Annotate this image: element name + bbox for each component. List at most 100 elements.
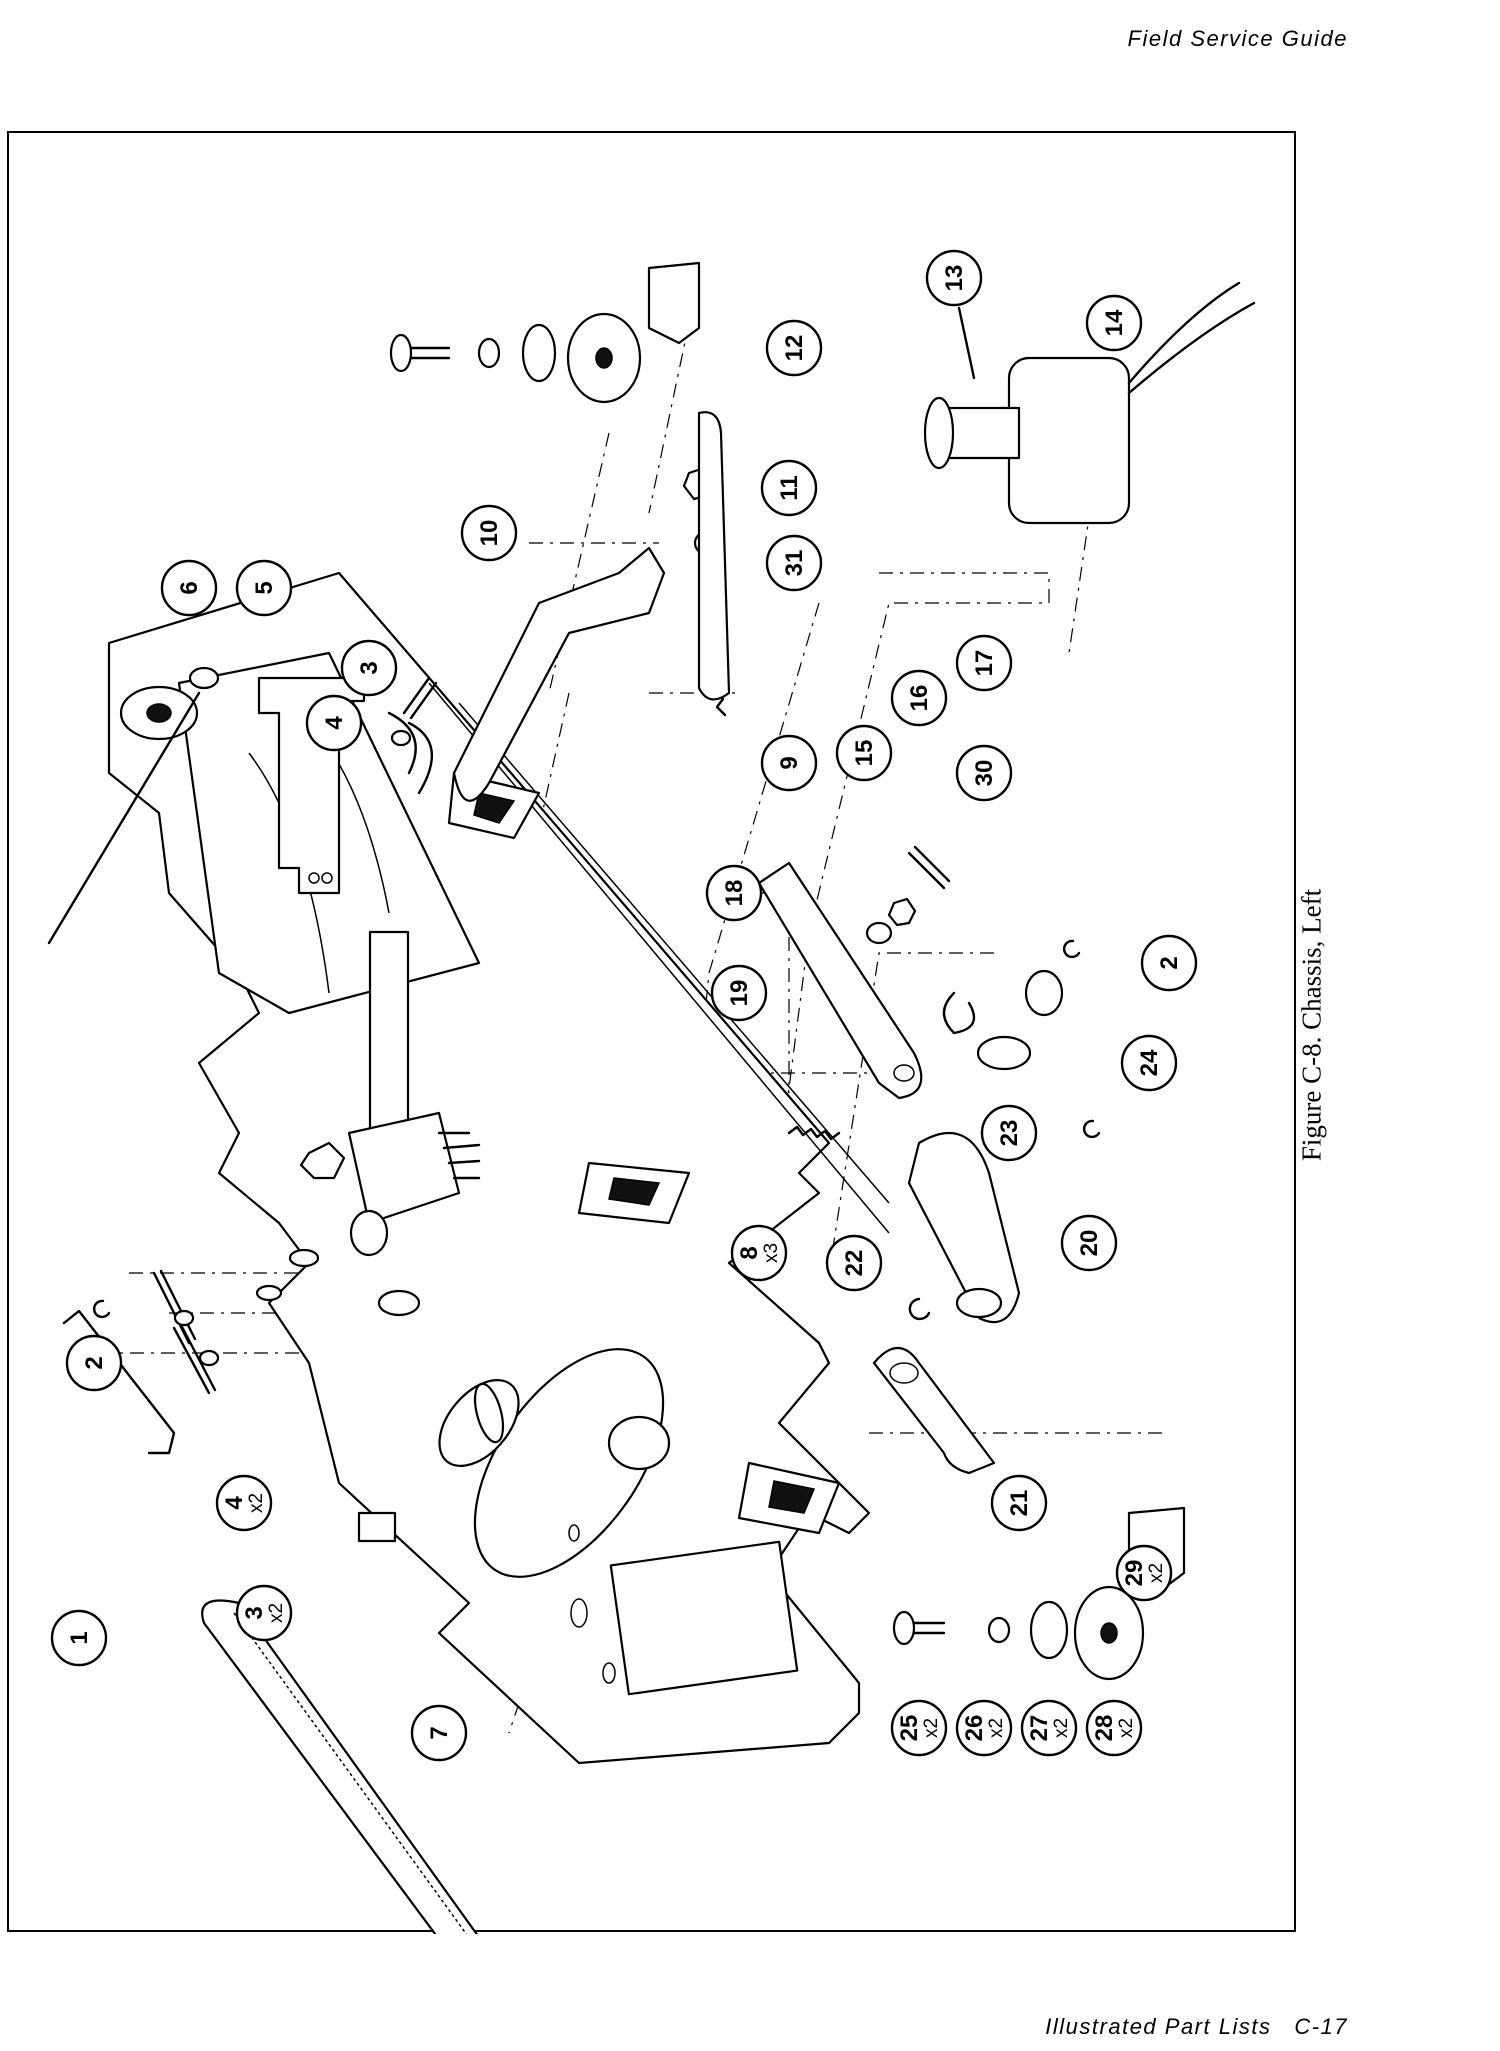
figure-caption: Figure C-8. Chassis, Left — [1296, 888, 1327, 1162]
part-2-e-clip — [1062, 939, 1081, 959]
callout-8: 8x3 — [730, 1224, 788, 1282]
footer-section: Illustrated Part Lists — [1045, 2014, 1272, 2039]
callout-number: 3 — [241, 1606, 268, 1619]
callout-12: 12 — [765, 319, 823, 377]
part-25-screw — [907, 1621, 946, 1635]
callout-18: 18 — [705, 864, 763, 922]
callout-multiplier: x2 — [921, 1718, 942, 1738]
callout-17: 17 — [955, 634, 1013, 692]
callout-21: 21 — [990, 1474, 1048, 1532]
callout-23: 23 — [980, 1104, 1038, 1162]
callout-number: 16 — [906, 685, 933, 712]
part-23-washer — [976, 1035, 1032, 1071]
part-2-e-clip — [1082, 1119, 1101, 1139]
part-22-clip — [908, 1297, 931, 1321]
upper-roller-assembly — [389, 261, 701, 404]
callout-number: 25 — [896, 1715, 923, 1742]
callout-multiplier: x2 — [1146, 1563, 1167, 1583]
callout-number: 5 — [251, 581, 278, 594]
callout-multiplier: x2 — [986, 1718, 1007, 1738]
part-1-wire-bail — [62, 1309, 176, 1455]
part-17-screw — [907, 845, 951, 890]
callout-number: 2 — [1156, 956, 1183, 969]
callout-2: 2 — [1140, 934, 1198, 992]
callout-number: 10 — [476, 520, 503, 547]
callout-number: 17 — [971, 650, 998, 677]
callout-9: 9 — [760, 734, 818, 792]
callout-4: 4 — [305, 694, 363, 752]
callout-number: 23 — [996, 1120, 1023, 1147]
part-4-washer — [173, 1309, 195, 1327]
callout-number: 12 — [781, 335, 808, 362]
part-27-washer — [1029, 1600, 1069, 1660]
callout-number: 2 — [81, 1356, 108, 1369]
callout-number: 8 — [736, 1246, 763, 1259]
callout-11: 11 — [760, 459, 818, 517]
running-header: Field Service Guide — [1127, 26, 1348, 51]
callout-16: 16 — [890, 669, 948, 727]
callout-number: 24 — [1136, 1049, 1163, 1076]
callout-2: 2 — [65, 1334, 123, 1392]
callout-number: 29 — [1121, 1560, 1148, 1587]
callout-number: 13 — [941, 265, 968, 292]
callout-multiplier: x2 — [1051, 1718, 1072, 1738]
part-7-timing-belt — [201, 1599, 478, 1934]
callout-number: 30 — [971, 760, 998, 787]
part-13-pin — [957, 306, 976, 380]
callout-31: 31 — [765, 534, 823, 592]
callout-number: 9 — [776, 756, 803, 769]
callout-number: 26 — [961, 1715, 988, 1742]
callout-number: 14 — [1101, 309, 1128, 336]
callout-number: 28 — [1091, 1715, 1118, 1742]
drive-pulley — [607, 1415, 671, 1471]
callout-number: 15 — [851, 740, 878, 767]
callout-multiplier: x2 — [246, 1493, 267, 1513]
part-4-washer — [390, 729, 412, 747]
callout-number: 31 — [781, 550, 808, 577]
callout-5: 5 — [235, 559, 293, 617]
callout-1: 1 — [50, 1609, 108, 1667]
callout-4: 4x2 — [215, 1474, 273, 1532]
callout-3: 3x2 — [235, 1584, 293, 1642]
callout-multiplier: x2 — [266, 1603, 287, 1623]
callout-multiplier: x3 — [761, 1243, 782, 1263]
callout-3: 3 — [340, 639, 398, 697]
callout-7: 7 — [410, 1704, 468, 1762]
callout-14: 14 — [1085, 294, 1143, 352]
part-18-lever — [757, 861, 923, 1100]
part-12-link — [697, 411, 731, 701]
callout-15: 15 — [835, 724, 893, 782]
part-3-screws — [152, 676, 438, 1395]
callout-20: 20 — [1060, 1214, 1118, 1272]
callout-number: 27 — [1026, 1715, 1053, 1742]
part-26-washer — [987, 1616, 1011, 1644]
callouts: 12233x244x25678x391011121314151617181920… — [50, 249, 1198, 1762]
callout-10: 10 — [460, 504, 518, 562]
part-15-washer — [865, 921, 893, 945]
callout-number: 21 — [1006, 1490, 1033, 1517]
callout-number: 1 — [66, 1631, 93, 1644]
part-20-cam — [907, 1131, 1021, 1324]
exploded-parts-diagram: 12233x244x25678x391011121314151617181920… — [47, 249, 1256, 1934]
part-8-cable-tie — [447, 771, 841, 1535]
part-24-gear — [1024, 969, 1064, 1017]
callout-19: 19 — [710, 964, 768, 1022]
part-19-spring — [787, 1125, 841, 1141]
callout-24: 24 — [1120, 1034, 1178, 1092]
part-4-washer — [198, 1349, 220, 1367]
callout-number: 20 — [1076, 1230, 1103, 1257]
callout-13: 13 — [925, 249, 983, 307]
callout-number: 4 — [221, 1496, 248, 1510]
part-14-solenoid — [923, 281, 1256, 525]
part-10-lever-arm — [452, 546, 666, 802]
part-6-clip — [188, 666, 220, 690]
part-30-spring-clip — [942, 991, 976, 1035]
callout-multiplier: x2 — [1116, 1718, 1137, 1738]
callout-22: 22 — [825, 1234, 883, 1292]
callout-30: 30 — [955, 744, 1013, 802]
part-21-lever — [872, 1347, 996, 1475]
